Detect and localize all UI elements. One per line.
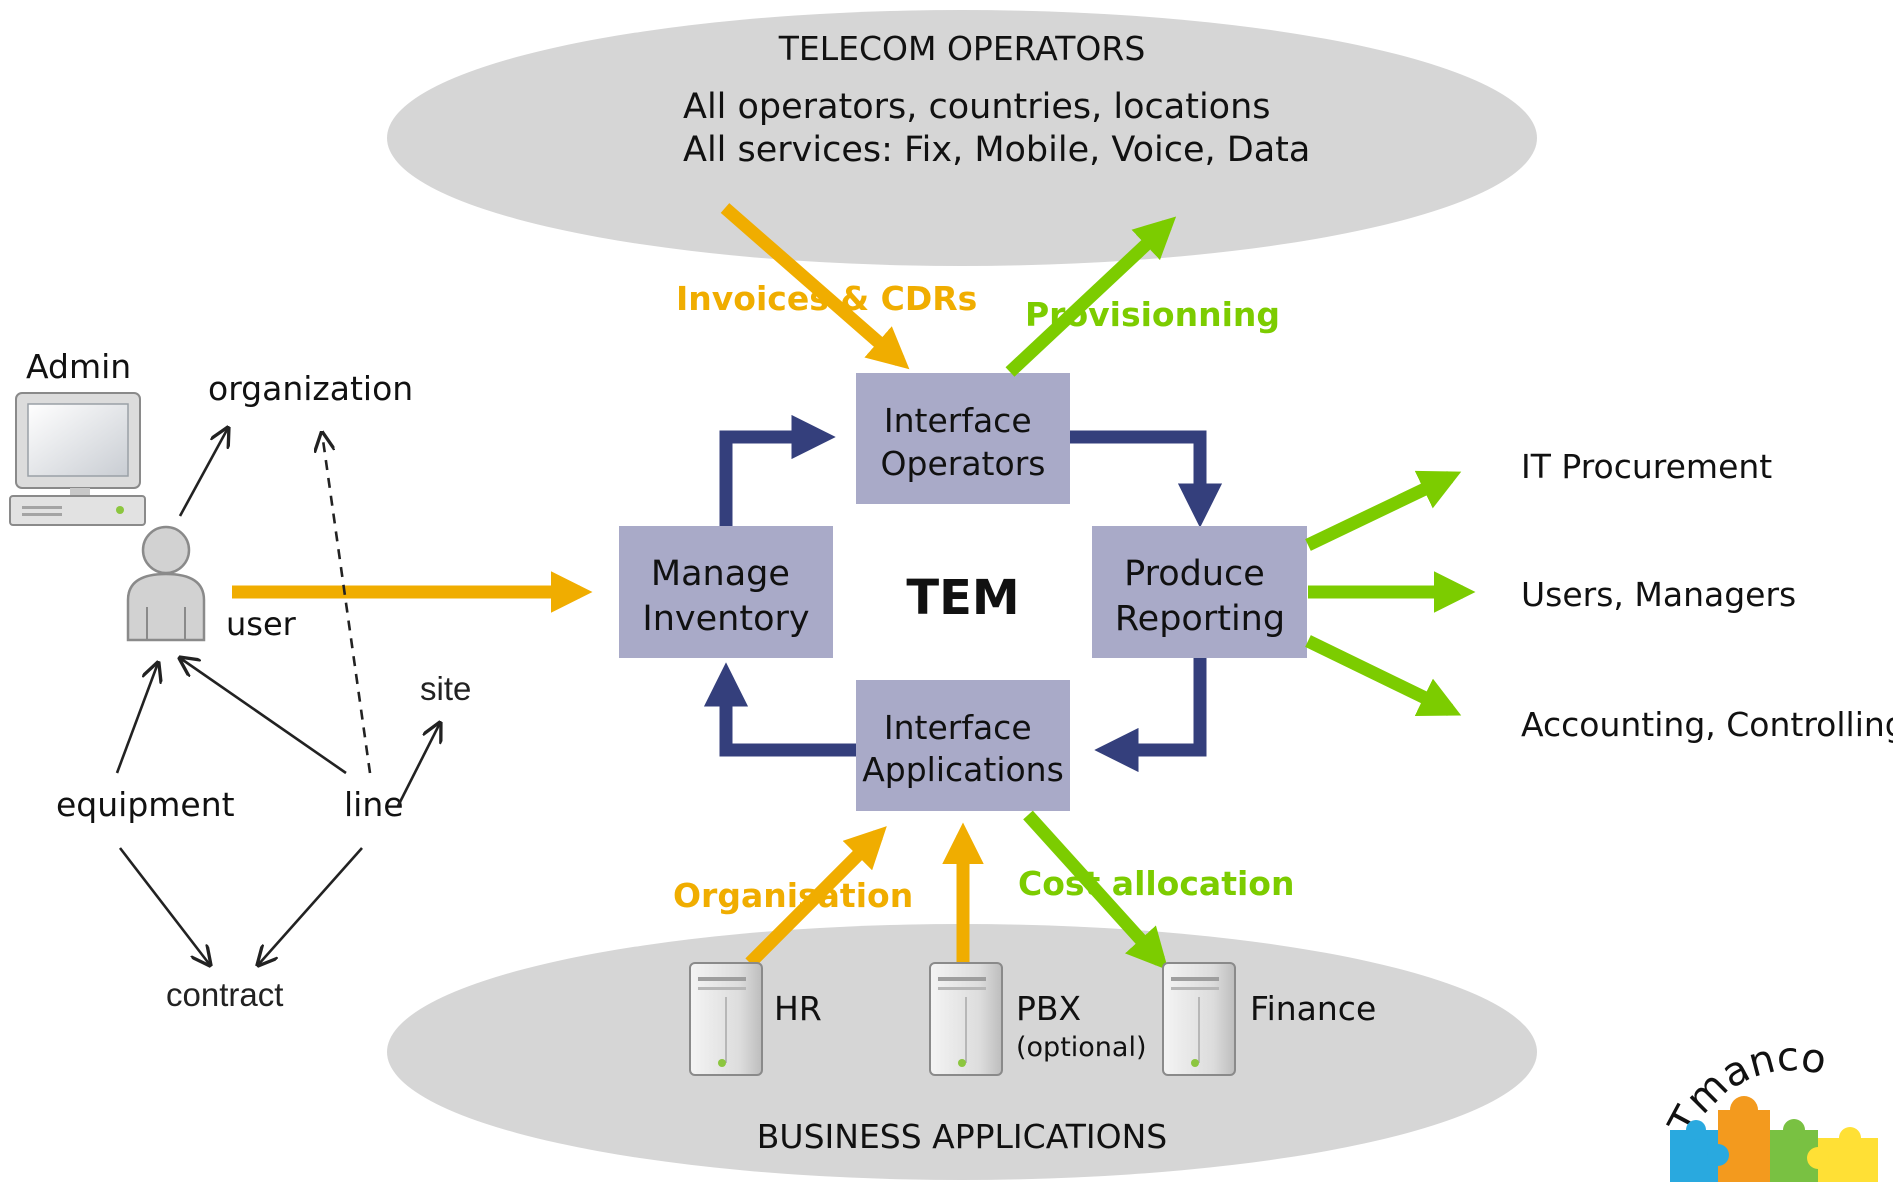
interface-operators-box[interactable]: [856, 373, 1070, 504]
cost-allocation-arrow: [1023, 810, 1169, 971]
telecom-operators-title: TELECOM OPERATORS: [778, 29, 1146, 68]
manage-inventory-line2: Inventory: [642, 599, 809, 639]
computer-icon: [9, 392, 146, 526]
invoices-label: Invoices & CDRs: [676, 279, 977, 318]
relation-line-site: [396, 723, 440, 807]
model-site: site: [420, 670, 471, 707]
server-icon: [1162, 962, 1236, 1076]
interface-applications-line2: Applications: [862, 750, 1064, 789]
model-line: line: [344, 785, 404, 824]
tmanco-logo: Tmanco: [1660, 1034, 1878, 1182]
output-accounting-controlling: Accounting, Controlling: [1521, 705, 1893, 744]
manage-inventory-box[interactable]: [619, 526, 833, 658]
interface-operators-line1: Interface: [884, 401, 1032, 440]
user-icon: [126, 525, 206, 642]
green-flows: [1005, 216, 1476, 971]
cost-allocation-label: Cost allocation: [1018, 864, 1294, 903]
cycle-arrow-operators-to-reporting: [1069, 430, 1223, 528]
server-label-pbx: PBX: [1016, 989, 1081, 1028]
output-users-managers: Users, Managers: [1521, 575, 1796, 614]
output-it-procurement: IT Procurement: [1521, 447, 1772, 486]
output-arrow-accounting: [1305, 635, 1462, 716]
invoices-arrow: [720, 203, 910, 370]
relation-equipment-contract: [118, 847, 210, 965]
svg-text:Produce Reporting: Produce Reporting: [1115, 554, 1285, 639]
svg-text:Manage Inventory: Manage Inventory: [642, 554, 809, 639]
tem-center-label: TEM: [906, 570, 1019, 626]
produce-reporting-line2: Reporting: [1115, 599, 1285, 639]
svg-text:Interface Operators: Interface Operators: [881, 401, 1046, 483]
provisioning-label: Provisionning: [1025, 295, 1280, 334]
interface-applications-line1: Interface: [884, 708, 1032, 747]
produce-reporting-line1: Produce: [1124, 554, 1265, 594]
model-relations: [115, 428, 440, 965]
model-user: user: [226, 605, 297, 643]
relation-line-contract: [258, 847, 363, 965]
server-label-pbx-note: (optional): [1016, 1032, 1147, 1063]
interface-applications-box[interactable]: [856, 680, 1070, 811]
model-organization: organization: [208, 369, 413, 408]
relation-user-organization: [178, 428, 228, 517]
telecom-operators-cloud: [387, 10, 1537, 266]
relation-line-organization: [322, 433, 372, 774]
interface-operators-line2: Operators: [881, 444, 1046, 483]
business-applications-title: BUSINESS APPLICATIONS: [757, 1117, 1167, 1156]
relation-line-user: [180, 658, 347, 775]
produce-reporting-box[interactable]: [1092, 526, 1307, 658]
output-arrow-it-procurement: [1305, 470, 1462, 551]
model-contract: contract: [166, 976, 283, 1013]
cycle-arrow-applications-to-inventory: [703, 662, 857, 757]
server-icon: [929, 962, 1003, 1076]
provisioning-arrow: [1005, 216, 1177, 377]
puzzle-icon: [1670, 1096, 1878, 1182]
cycle-arrow-inventory-to-operators: [719, 414, 836, 527]
server-label-hr: HR: [774, 989, 822, 1028]
model-admin: Admin: [26, 347, 131, 386]
organisation-arrow: [745, 826, 887, 968]
orange-flows: [232, 203, 984, 968]
svg-text:Interface Applications: Interface Applications: [862, 708, 1064, 789]
server-icon: [689, 962, 763, 1076]
relation-equipment-user: [115, 663, 158, 774]
server-label-finance: Finance: [1250, 989, 1376, 1028]
telecom-operators-line2: All services: Fix, Mobile, Voice, Data: [683, 130, 1310, 170]
telecom-operators-line1: All operators, countries, locations: [683, 87, 1271, 127]
cycle-arrow-reporting-to-applications: [1094, 658, 1207, 773]
manage-inventory-line1: Manage: [651, 554, 790, 594]
organisation-label: Organisation: [673, 876, 913, 915]
model-equipment: equipment: [56, 785, 235, 824]
process-cycle: [703, 414, 1223, 773]
